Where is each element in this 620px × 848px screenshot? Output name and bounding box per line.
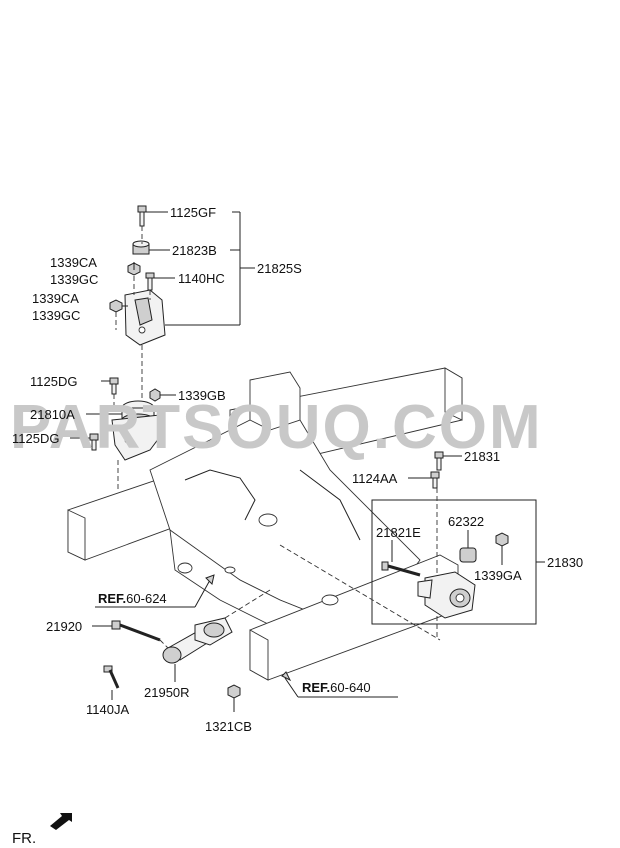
label-21830: 21830 (547, 555, 583, 570)
label-21823b: 21823B (172, 243, 217, 258)
label-1339ca-lower: 1339CA (32, 291, 79, 306)
leader-lines-mid (70, 380, 176, 490)
label-21810a: 21810A (30, 407, 75, 422)
label-1339ca-upper: 1339CA (50, 255, 97, 270)
label-1339ga: 1339GA (474, 568, 522, 583)
insulator-21810a (89, 377, 166, 461)
watermark: PARTSOUQ.COM (10, 393, 543, 462)
leader-lines (115, 211, 255, 400)
label-21950r: 21950R (144, 685, 190, 700)
mount-box-21830 (371, 451, 545, 640)
label-21920: 21920 (46, 619, 82, 634)
front-direction-label: FR. (12, 830, 36, 847)
subframe (67, 367, 463, 681)
ref-60-624[interactable]: REF.60-624 (98, 591, 167, 606)
ref-60-640[interactable]: REF.60-640 (302, 680, 371, 695)
label-1339gc-upper: 1339GC (50, 272, 98, 287)
label-1125dg-upper: 1125DG (30, 374, 77, 389)
label-1339gb: 1339GB (178, 388, 226, 403)
front-arrow-icon (50, 813, 72, 830)
mount-bracket-assembly (109, 205, 166, 346)
label-21821e: 21821E (376, 525, 421, 540)
roll-rod-21950r (92, 589, 271, 712)
label-1140hc: 1140HC (178, 271, 225, 286)
label-1124aa: 1124AA (352, 471, 398, 486)
label-1321cb: 1321CB (205, 719, 252, 734)
label-1140ja: 1140JA (86, 702, 129, 717)
label-1339gc-lower: 1339GC (32, 308, 80, 323)
label-21825s: 21825S (257, 261, 302, 276)
label-1125dg-lower: 1125DG (12, 431, 59, 446)
label-1125gf: 1125GF (170, 205, 216, 220)
label-21831: 21831 (464, 449, 500, 464)
ref-lines (95, 544, 441, 698)
label-62322: 62322 (448, 514, 484, 529)
